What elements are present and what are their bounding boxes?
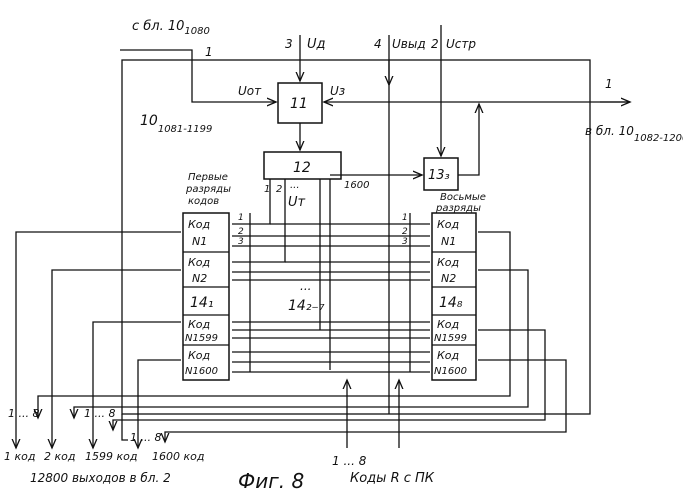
code-n2-label: N2 <box>192 272 207 285</box>
pin-2: 2 <box>402 227 408 237</box>
input-range-label: 1 ... 8 <box>332 454 367 468</box>
uz-label: Uз <box>330 84 345 98</box>
kod-label: Код <box>188 218 210 231</box>
uvyd-label: Uвыд <box>392 37 426 51</box>
code-n1-label: N1 <box>192 235 207 248</box>
pin-wires: 1 2 3 1 2 3 <box>232 213 430 372</box>
kod-label: Код <box>188 318 210 331</box>
pin-3: 3 <box>402 237 408 247</box>
block-14-8-label: 14₈ <box>439 295 463 311</box>
code-n1599-label: N1599 <box>434 333 467 344</box>
eighth-bits-label: Восьмые разряды <box>435 192 489 214</box>
output-range-1: 1 ... 8 <box>8 407 39 420</box>
code-n1599-label: N1599 <box>185 333 218 344</box>
kod-label: Код <box>188 256 210 269</box>
uot-label: Uот <box>238 84 262 98</box>
input-3-label: 3 <box>285 37 293 51</box>
kod-label: Код <box>437 349 459 362</box>
output-code-1600: 1600 код <box>152 450 204 463</box>
input-1-label: 1 <box>205 45 213 59</box>
input-4-label: 4 <box>374 37 382 51</box>
code-n1600-label: N1600 <box>185 366 218 377</box>
block-14-1-label: 14₁ <box>190 295 213 311</box>
pin-3: 3 <box>238 237 244 247</box>
from-block-label: с бл. 101080 <box>132 19 210 37</box>
output-code-1: 1 код <box>4 450 35 463</box>
ut-label: Uт <box>288 195 306 210</box>
pin-2-label: 2 <box>276 184 282 195</box>
input-2-label: 2 <box>431 37 439 51</box>
figure-label: Фиг. 8 <box>238 469 304 493</box>
output-range-1600: 1 ... 8 <box>130 431 161 444</box>
dots-label: ... <box>300 279 311 293</box>
kod-label: Код <box>437 318 459 331</box>
ustr-label: Uстр <box>446 37 476 51</box>
kod-label: Код <box>188 349 210 362</box>
outputs-total-label: 12800 выходов в бл. 2 <box>30 471 171 485</box>
output-range-1599: 1 ... 8 <box>84 407 115 420</box>
codes-r-label: Коды R с ПК <box>350 471 435 486</box>
kod-label: Код <box>437 218 459 231</box>
block-12-label: 12 <box>293 160 311 176</box>
pin-2: 2 <box>238 227 244 237</box>
ud-label: Uд <box>307 37 326 52</box>
pin-1: 1 <box>402 213 408 223</box>
output-code-1599: 1599 код <box>85 450 137 463</box>
code-n1-label: N1 <box>441 235 456 248</box>
block-14-2-7-label: 14₂₋₇ <box>288 298 325 314</box>
block-11-label: 11 <box>290 96 308 112</box>
output-code-2: 2 код <box>44 450 75 463</box>
output-1-label: 1 <box>605 77 613 91</box>
block-number-label: 101081-1199 <box>140 113 212 135</box>
pin-1: 1 <box>238 213 244 223</box>
code-n1600-label: N1600 <box>434 366 467 377</box>
pin-1600-label: 1600 <box>344 180 369 191</box>
block-13-label: 13₃ <box>428 168 450 183</box>
to-block-label: в бл. 101082-1200 <box>585 124 683 144</box>
first-bits-label: Первые разряды кодов <box>185 172 234 207</box>
code-n2-label: N2 <box>441 272 456 285</box>
block-14-8: Код N1 Код N2 14₈ Код N1599 Код N1600 <box>432 213 476 380</box>
dots-label: ... <box>290 180 300 191</box>
kod-label: Код <box>437 256 459 269</box>
block-14-1: Код N1 Код N2 14₁ Код N1599 Код N1600 <box>183 213 229 380</box>
